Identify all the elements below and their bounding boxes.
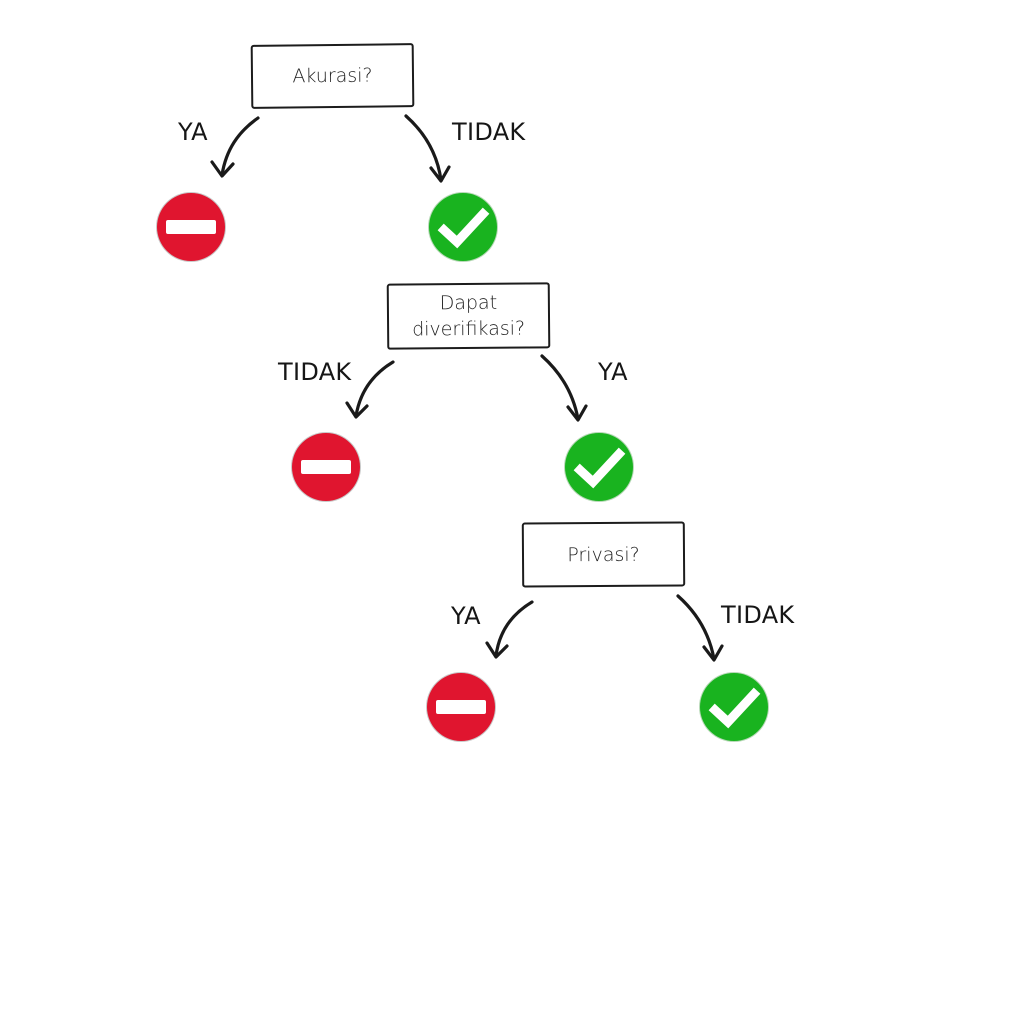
question-text: Privasi? bbox=[567, 543, 640, 566]
branch-label-ya: YA bbox=[178, 118, 208, 146]
reject-icon bbox=[154, 190, 228, 264]
arrow-q1-right bbox=[404, 114, 451, 183]
question-text: Akurasi? bbox=[292, 64, 373, 88]
question-text-line: Dapat bbox=[439, 291, 498, 315]
arrow-q3-right bbox=[676, 594, 724, 662]
branch-label-ya: YA bbox=[598, 358, 628, 386]
arrow-q2-left bbox=[345, 360, 395, 419]
question-box-privasi: Privasi? bbox=[521, 521, 686, 588]
arrow-q1-left bbox=[210, 116, 260, 178]
arrow-q2-right bbox=[540, 354, 588, 422]
arrow-q3-left bbox=[485, 600, 534, 659]
reject-icon bbox=[289, 430, 363, 504]
branch-label-tidak: TIDAK bbox=[278, 358, 352, 386]
branch-label-tidak: TIDAK bbox=[452, 118, 526, 146]
accept-check-icon bbox=[426, 190, 500, 264]
question-text-line: diverifikasi? bbox=[412, 317, 526, 341]
reject-icon bbox=[424, 670, 498, 744]
accept-check-icon bbox=[562, 430, 636, 504]
accept-check-icon bbox=[697, 670, 771, 744]
branch-label-tidak: TIDAK bbox=[721, 601, 795, 629]
question-box-dapat-diverifikasi: Dapat diverifikasi? bbox=[386, 282, 551, 350]
branch-label-ya: YA bbox=[451, 602, 481, 630]
question-box-akurasi: Akurasi? bbox=[250, 43, 415, 109]
question-text: Dapat diverifikasi? bbox=[412, 290, 525, 343]
